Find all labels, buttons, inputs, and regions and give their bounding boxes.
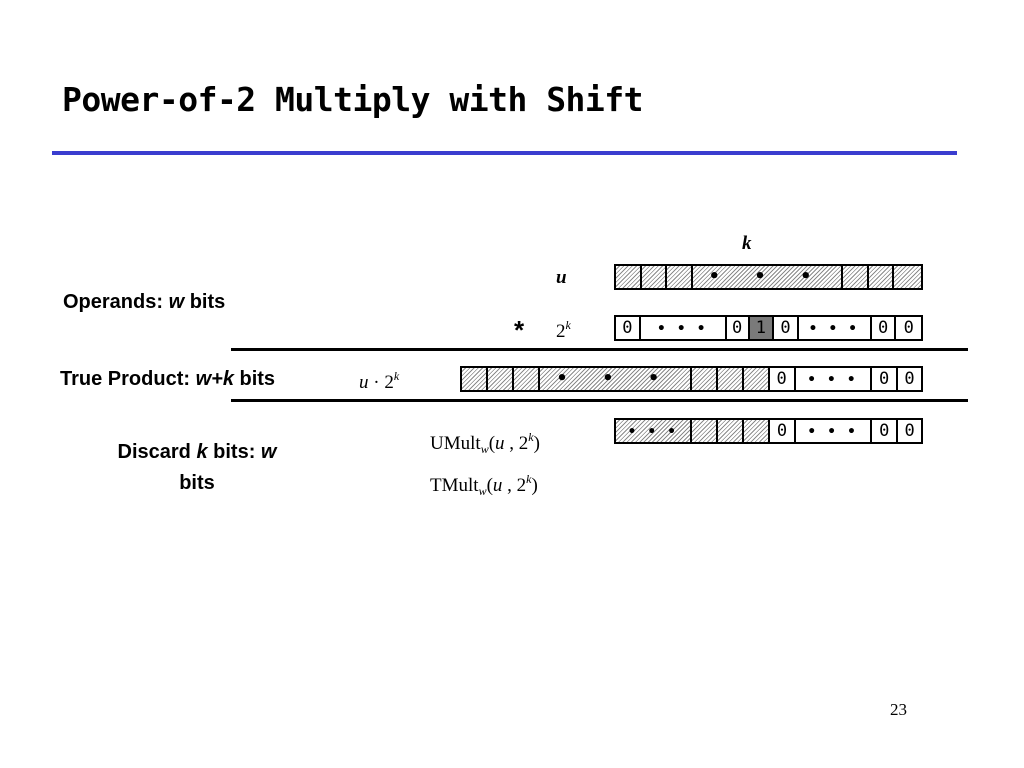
exponent-k: k xyxy=(526,472,532,486)
discard-prefix: Discard xyxy=(117,441,197,463)
close-paren: ) xyxy=(531,475,538,496)
exponent-k: k xyxy=(393,369,400,383)
bit-cell xyxy=(462,368,488,390)
bit-cell xyxy=(667,266,693,288)
product-expression: u · 2k xyxy=(359,369,399,394)
bit-cell: 0 xyxy=(724,317,750,339)
open-paren: ( xyxy=(486,475,493,496)
base-two: 2 xyxy=(556,321,566,342)
ellipsis-dots: • • • xyxy=(627,424,680,440)
bit-cell xyxy=(718,420,745,442)
open-paren: ( xyxy=(488,433,496,454)
tmult-label: TMultw(u , 2k) xyxy=(430,472,538,499)
umult-label: UMultw(u , 2k) xyxy=(430,430,540,457)
bit-cell: 0 xyxy=(616,317,641,339)
bit-cell: • • • xyxy=(539,368,692,390)
bit-cell xyxy=(843,266,869,288)
bit-cell xyxy=(641,266,668,288)
u-symbol: u xyxy=(492,475,503,496)
u-bit-row: • • • xyxy=(614,264,923,290)
true-prefix: True Product: xyxy=(60,368,196,390)
bit-cell xyxy=(868,266,895,288)
exponent-k: k xyxy=(565,318,571,332)
bit-cell xyxy=(487,368,514,390)
bit-cell: 0 xyxy=(903,318,914,338)
u-symbol: u xyxy=(359,372,369,393)
separator-line xyxy=(231,348,968,351)
bit-cell xyxy=(717,368,744,390)
bit-cell xyxy=(743,368,770,390)
bit-cell: 0 xyxy=(770,420,796,442)
discard-label: Discard k bits: w bits xyxy=(92,437,302,499)
operands-suffix: bits xyxy=(184,291,226,313)
bit-cell xyxy=(691,368,718,390)
bit-cell: 0 xyxy=(872,420,899,442)
comma-two: , 2 xyxy=(504,433,529,454)
subscript-w: w xyxy=(478,484,487,498)
true-product-label: True Product: w+k bits xyxy=(60,368,275,391)
tmult-name: TMult xyxy=(430,475,479,496)
subscript-w: w xyxy=(480,442,489,456)
bit-cell: • • • xyxy=(692,266,844,288)
bit-cell: • • • xyxy=(796,420,873,442)
discard-w: w xyxy=(260,441,277,463)
bit-cell: • • • xyxy=(799,317,872,339)
operands-prefix: Operands: xyxy=(63,291,169,313)
u-symbol: u xyxy=(495,433,505,454)
discard-bits: bits xyxy=(179,472,215,494)
comma-two: , 2 xyxy=(502,475,527,496)
slide-title: Power-of-2 Multiply with Shift xyxy=(62,80,644,119)
bit-cell: • • • xyxy=(616,420,693,442)
bit-cell: 0 xyxy=(904,369,915,389)
bit-cell xyxy=(692,420,719,442)
bit-cell: 0 xyxy=(872,368,899,390)
two-pow-k-label: 2k xyxy=(556,318,571,343)
operands-w: w xyxy=(168,291,185,313)
bit-cell: 0 xyxy=(872,317,897,339)
page-number: 23 xyxy=(890,700,907,719)
discard-mid: bits: xyxy=(207,441,261,463)
bit-cell: 0 xyxy=(770,368,796,390)
bit-cell-one: 1 xyxy=(749,317,775,339)
bit-cell xyxy=(894,266,921,288)
ellipsis-dots: • • • xyxy=(807,372,859,388)
multiply-symbol: * xyxy=(514,315,525,345)
operands-label: Operands: w bits xyxy=(63,291,225,314)
ellipsis-dots: • • • xyxy=(808,321,861,337)
true-suffix: bits xyxy=(233,368,276,390)
umult-name: UMult xyxy=(430,433,481,454)
ellipsis-dots: • • • xyxy=(708,266,826,287)
k-label: k xyxy=(742,233,752,254)
u-label: u xyxy=(556,267,567,288)
separator-line xyxy=(231,399,968,402)
ellipsis-dots: • • • xyxy=(807,424,859,440)
bit-cell: • • • xyxy=(641,317,725,339)
ellipsis-dots: • • • xyxy=(656,321,709,337)
bit-cell xyxy=(513,368,540,390)
discard-k: k xyxy=(196,441,208,463)
dot-operator: · xyxy=(368,372,385,393)
bit-cell: • • • xyxy=(796,368,873,390)
umult-bit-row: • • • 0 • • • 0 0 xyxy=(614,418,923,444)
base-two: 2 xyxy=(384,372,394,393)
bit-cell: 0 xyxy=(774,317,799,339)
ellipsis-dots: • • • xyxy=(556,368,674,389)
bit-cell: 0 xyxy=(904,421,915,441)
title-rule xyxy=(52,151,957,155)
product-bit-row: • • • 0 • • • 0 0 xyxy=(460,366,923,392)
power-of-two-bit-row: 0 • • • 0 1 0 • • • 0 0 xyxy=(614,315,923,341)
true-wk: w+k xyxy=(195,368,234,390)
bit-cell xyxy=(616,266,642,288)
exponent-k: k xyxy=(528,430,534,444)
bit-cell xyxy=(744,420,771,442)
close-paren: ) xyxy=(533,433,540,454)
